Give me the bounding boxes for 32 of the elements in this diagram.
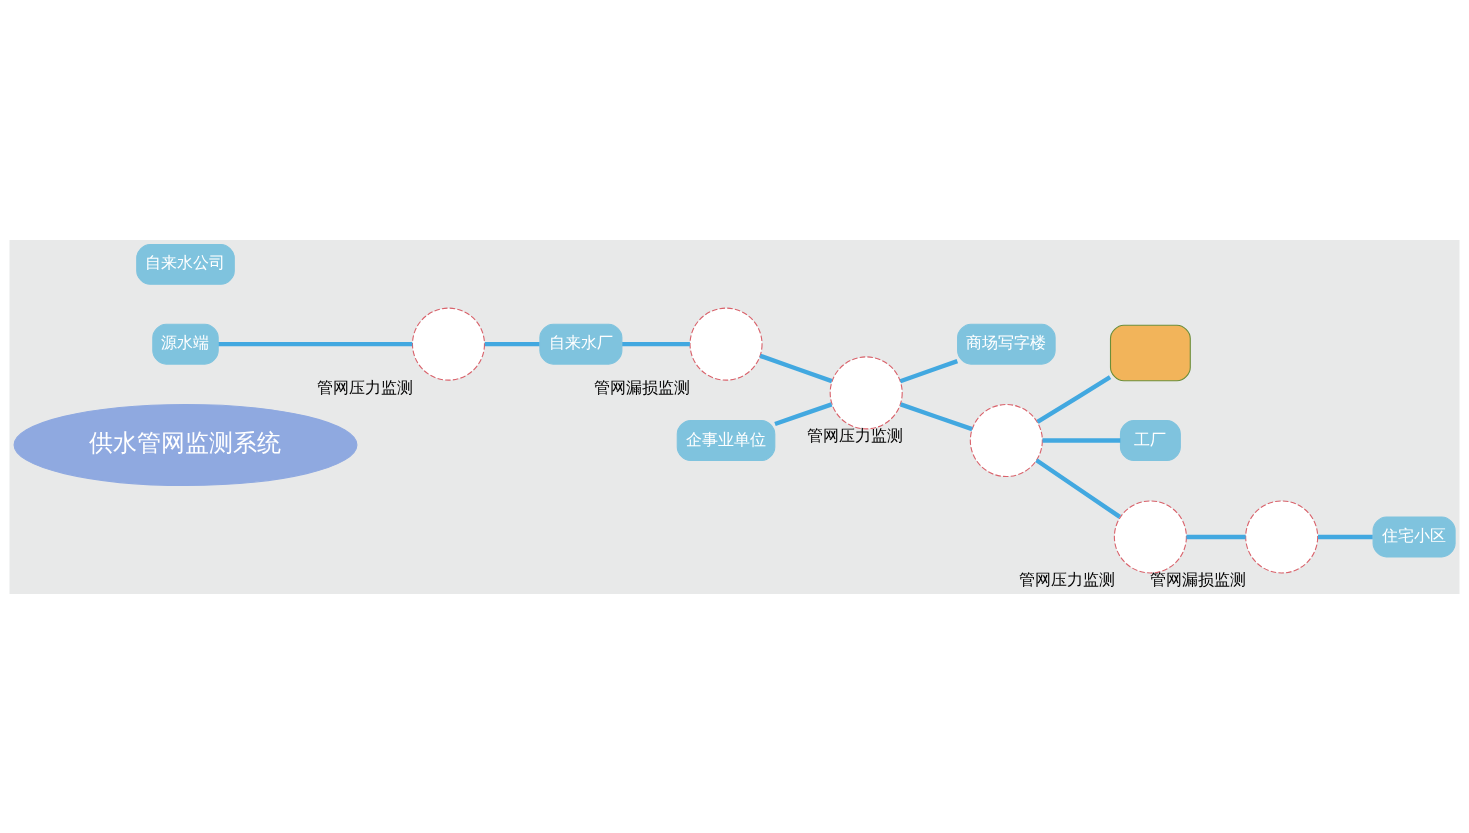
node-box: 自来水厂	[539, 323, 623, 365]
node-circle	[829, 355, 903, 429]
node-box	[1109, 324, 1191, 381]
node-circle	[969, 403, 1043, 477]
connector	[759, 353, 833, 383]
node-ellipse: 供水管网监测系统	[13, 403, 358, 486]
connector	[899, 358, 959, 383]
connector	[1186, 534, 1246, 539]
connector	[899, 401, 973, 431]
node-circle	[689, 307, 763, 381]
node-circle	[1113, 499, 1187, 573]
node-circle	[1245, 499, 1319, 573]
connector	[622, 341, 690, 346]
connector	[1036, 374, 1112, 424]
node-box: 企事业单位	[676, 419, 776, 461]
connector	[218, 341, 413, 346]
connector	[484, 341, 540, 346]
connector	[1035, 457, 1122, 519]
connector	[774, 401, 833, 426]
node-label: 管网压力监测	[806, 426, 903, 445]
node-label: 管网压力监测	[316, 378, 413, 397]
node-box: 住宅小区	[1372, 515, 1456, 557]
node-box: 工厂	[1119, 419, 1181, 461]
node-box: 自来水公司	[136, 243, 235, 285]
connector	[1042, 437, 1121, 443]
node-label: 管网压力监测	[1018, 570, 1115, 589]
node-circle	[411, 307, 486, 381]
node-label: 管网漏损监测	[594, 378, 691, 397]
node-label: 管网漏损监测	[1150, 570, 1247, 589]
node-box: 商场写字楼	[957, 323, 1056, 365]
connector	[1318, 534, 1373, 539]
node-box: 源水端	[152, 323, 219, 365]
